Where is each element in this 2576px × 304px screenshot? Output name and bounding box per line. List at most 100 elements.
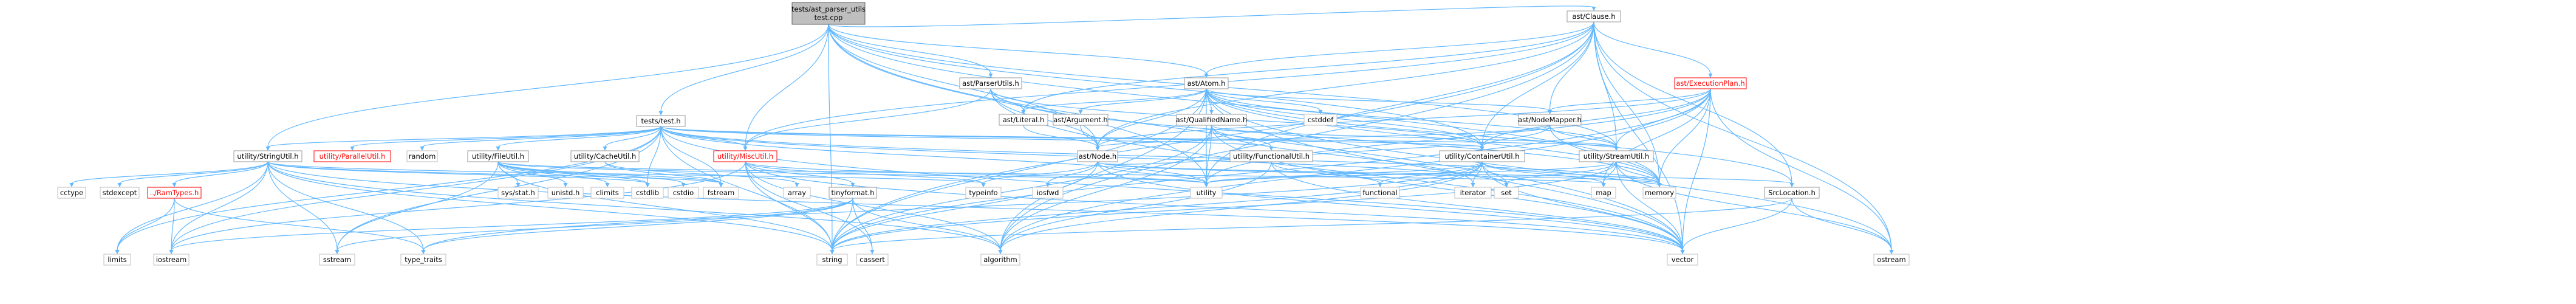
edge-atom-to-argument (1080, 88, 1207, 111)
node-array: array (783, 187, 811, 199)
edge-containerutil-to-string (832, 161, 1483, 251)
node-node[interactable]: ast/Node.h (1077, 150, 1118, 162)
node-label: ast/ParserUtils.h (962, 79, 1019, 88)
node-box (631, 187, 664, 199)
node-functionalutil[interactable]: utility/FunctionalUtil.h (1229, 150, 1313, 162)
node-label: cstdio (673, 188, 694, 197)
edge-atom-to-memory (1206, 88, 1660, 184)
node-label: vector (1672, 255, 1694, 264)
arrowhead-srclocation-to-vector (1680, 250, 1685, 254)
node-tinyformat[interactable]: tinyformat.h (828, 187, 877, 199)
node-string: string (816, 254, 848, 266)
arrowhead-tests_test-to-miscutil (743, 147, 748, 151)
node-literal[interactable]: ast/Literal.h (999, 114, 1048, 126)
node-label: functional (1362, 188, 1397, 197)
node-label: ast/NodeMapper.h (1518, 116, 1582, 124)
arrowhead-srclocation-to-string (830, 250, 835, 254)
node-clause[interactable]: ast/Clause.h (1566, 10, 1621, 22)
node-parallelutil[interactable]: utility/ParallelUtil.h (313, 150, 391, 162)
arrowhead-tests_test-to-functionalutil (1269, 147, 1274, 151)
edge-execplan-to-ostream (1710, 88, 1892, 251)
node-label: ast/ExecutionPlan.h (1676, 79, 1744, 88)
edge-tinyformat-to-sstream (337, 198, 853, 251)
edge-ramtypes-to-limits (117, 198, 175, 251)
edge-containerutil-to-iterator (1472, 161, 1483, 184)
node-box (233, 150, 302, 162)
edge-stringutil-to-limits (117, 161, 268, 251)
node-cacheutil[interactable]: utility/CacheUtil.h (570, 150, 640, 162)
edge-miscutil-to-string (745, 161, 833, 251)
edge-layer (69, 5, 1894, 254)
edge-miscutil-to-iostream (171, 161, 746, 251)
edge-stringutil-to-typeinfo (267, 161, 984, 184)
edge-execplan-to-vector (1682, 88, 1711, 251)
edge-execplan-to-memory (1659, 88, 1711, 184)
node-climits: climits (590, 187, 624, 199)
node-box (1674, 77, 1747, 89)
node-fileutil[interactable]: utility/FileUtil.h (467, 150, 529, 162)
edge-stringutil-to-sstream (267, 161, 338, 251)
node-atom[interactable]: ast/Atom.h (1184, 77, 1229, 89)
edge-stringutil-to-string (267, 161, 833, 251)
edge-root-to-atom (828, 24, 1207, 75)
node-box (1360, 187, 1400, 199)
node-tests_test[interactable]: tests/test.h (636, 115, 686, 127)
node-parserutils[interactable]: ast/ParserUtils.h (959, 77, 1022, 89)
node-stringutil[interactable]: utility/StringUtil.h (233, 150, 302, 162)
edge-stringutil-to-cstdlib (267, 161, 648, 184)
node-argument[interactable]: ast/Argument.h (1053, 114, 1109, 126)
edge-root-to-utility (828, 24, 1207, 184)
edge-atom-to-containerutil (1206, 88, 1483, 148)
node-label: cassert (859, 255, 885, 264)
edge-tests_test-to-fileutil (497, 126, 661, 148)
edge-execplan-to-nodemapper (1549, 88, 1711, 111)
edge-functionalutil-to-functional (1271, 161, 1381, 184)
node-box (999, 114, 1048, 126)
edge-fileutil-to-unistd (497, 161, 566, 184)
node-cctype: cctype (57, 187, 86, 199)
node-label: map (1596, 188, 1611, 197)
node-containerutil[interactable]: utility/ContainerUtil.h (1439, 150, 1525, 162)
edge-srclocation-to-vector (1682, 198, 1792, 251)
arrowhead-root-to-clause (1591, 7, 1596, 11)
edge-miscutil-to-algorithm (745, 161, 1001, 251)
node-box (1518, 114, 1582, 126)
arrowhead-fileutil-to-map (1601, 183, 1606, 187)
node-execplan[interactable]: ast/ExecutionPlan.h (1674, 77, 1747, 89)
node-label: tests/ast_parser_utils (791, 5, 866, 13)
edge-atom-to-string (832, 88, 1207, 251)
edge-root-to-string (828, 24, 833, 251)
node-miscutil[interactable]: utility/MiscUtil.h (713, 150, 777, 162)
node-box (547, 187, 584, 199)
edge-streamutil-to-ostream (1616, 161, 1892, 251)
arrowhead-containerutil-to-iterator (1471, 183, 1475, 187)
node-label: test.cpp (815, 13, 843, 22)
arrowhead-stringutil-to-stdexcept (117, 183, 122, 187)
edge-stringutil-to-cctype (71, 161, 268, 184)
node-streamutil[interactable]: utility/StreamUtil.h (1579, 150, 1654, 162)
node-label: algorithm (983, 255, 1017, 264)
node-nodemapper[interactable]: ast/NodeMapper.h (1518, 114, 1582, 126)
edge-node-to-string (832, 161, 1098, 251)
node-qualname[interactable]: ast/QualifiedName.h (1176, 114, 1248, 126)
edge-miscutil-to-tinyformat (745, 161, 853, 184)
edge-streamutil-to-set (1506, 161, 1617, 184)
edge-root-to-tests_test (660, 24, 829, 112)
edge-node-to-srclocation (1097, 161, 1792, 184)
node-box (313, 150, 391, 162)
arrowhead-cacheutil-to-fstream (719, 183, 723, 187)
node-label: unistd.h (552, 188, 580, 197)
arrowhead-tinyformat-to-sstream (335, 250, 340, 254)
node-label: ast/QualifiedName.h (1176, 116, 1248, 124)
node-box (319, 254, 355, 266)
node-ramtypes[interactable]: ../RamTypes.h (147, 187, 202, 199)
edge-parserutils-to-miscutil (745, 88, 991, 148)
edge-miscutil-to-typeinfo (745, 161, 984, 184)
edge-stringutil-to-fstream (267, 161, 722, 184)
node-srclocation[interactable]: SrcLocation.h (1764, 187, 1820, 199)
edge-tinyformat-to-cassert (852, 198, 873, 251)
node-label: ostream (1877, 255, 1905, 264)
node-box (980, 254, 1020, 266)
